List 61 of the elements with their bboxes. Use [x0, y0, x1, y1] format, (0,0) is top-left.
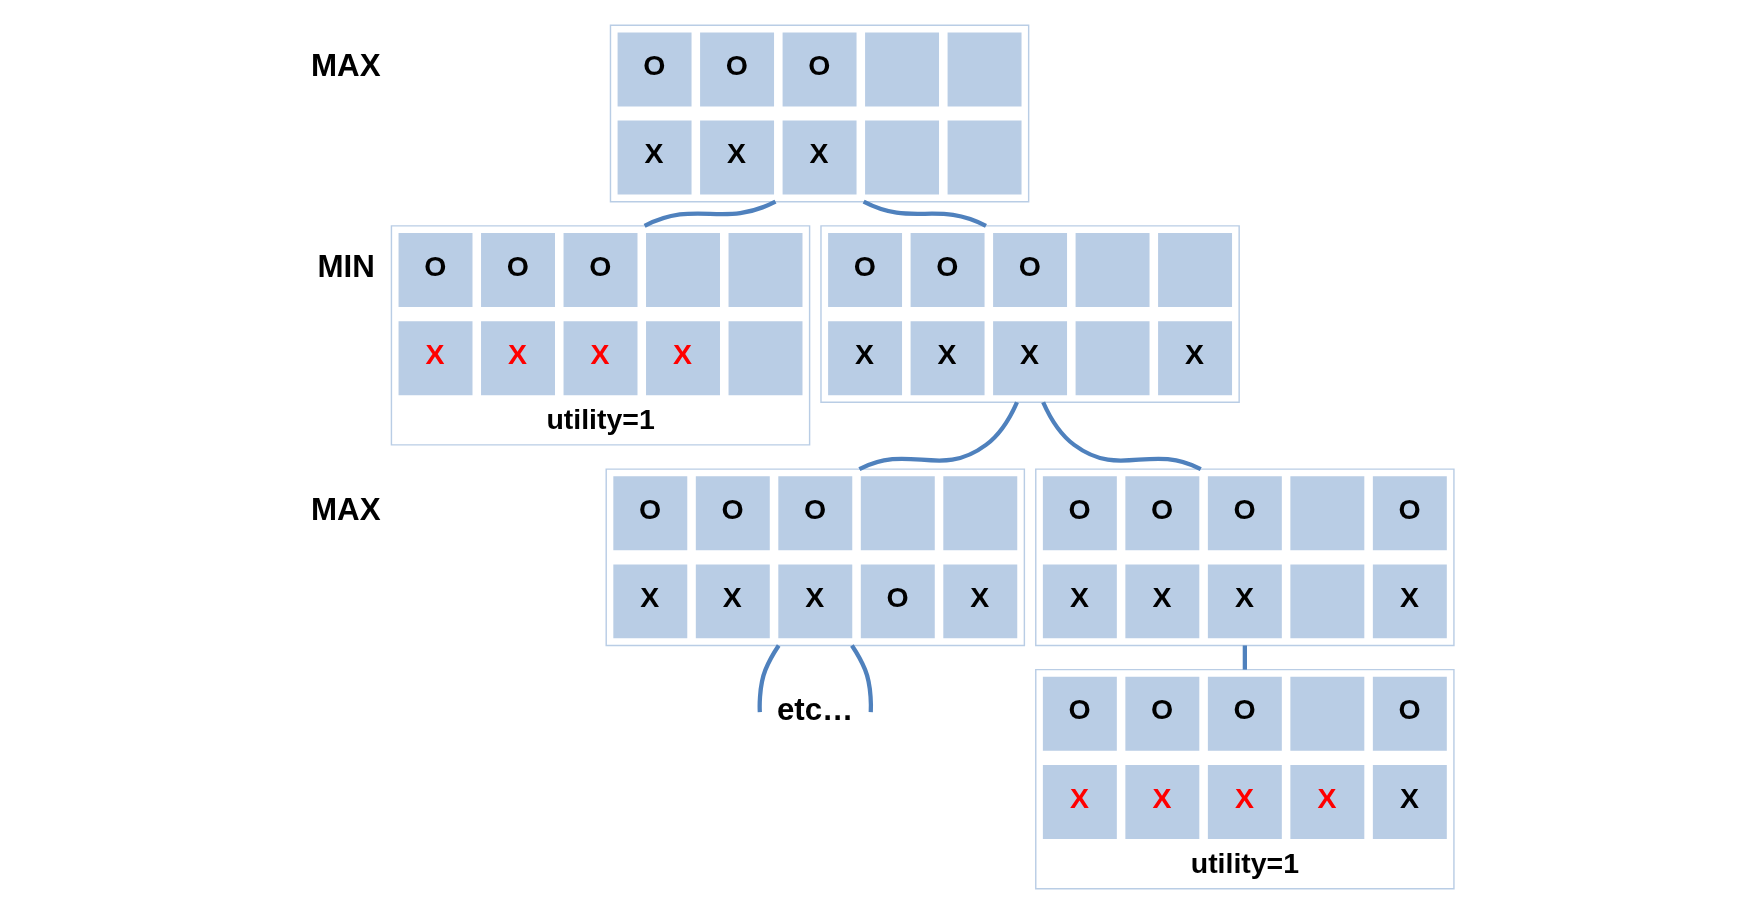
connector — [1040, 401, 1202, 472]
node-box: O — [395, 230, 475, 310]
node-box: X — [610, 561, 690, 642]
node-box: O — [1122, 473, 1202, 553]
cluster — [609, 24, 1029, 203]
node-box: X — [779, 117, 859, 198]
node-box: O — [1039, 473, 1120, 553]
node-box — [857, 473, 938, 553]
node-box: O — [614, 29, 694, 110]
cluster — [605, 468, 1025, 647]
cluster — [819, 225, 1240, 403]
label: MAX — [310, 47, 381, 83]
node-box: X — [692, 561, 773, 642]
node-box: X — [1369, 762, 1450, 842]
connector — [757, 644, 780, 713]
node-box: X — [1039, 561, 1120, 642]
node-box: X — [560, 318, 640, 398]
node-box: X — [1122, 762, 1202, 842]
node-box: X — [1204, 762, 1285, 842]
label: etc… — [776, 692, 853, 728]
node-box: X — [1369, 561, 1450, 642]
node-box — [944, 29, 1024, 110]
cluster — [1034, 668, 1455, 890]
cluster — [390, 225, 810, 446]
node-box: O — [560, 230, 640, 310]
node-box: O — [1369, 473, 1450, 553]
connector — [858, 401, 1019, 472]
node-box: X — [1287, 762, 1367, 842]
connector — [849, 644, 873, 713]
node-box — [725, 318, 805, 398]
node-box — [725, 230, 805, 310]
node-box — [1287, 473, 1367, 553]
cluster — [1034, 468, 1455, 647]
node-box — [1072, 230, 1152, 310]
node-box: O — [1204, 673, 1285, 754]
node-label: utility=1 — [545, 403, 655, 436]
node-box: X — [1122, 561, 1202, 642]
label: MAX — [310, 491, 381, 527]
label: MIN — [316, 248, 375, 284]
connector — [1242, 645, 1247, 670]
node-box: X — [907, 318, 987, 398]
node-box — [1287, 673, 1367, 754]
node-box: O — [1122, 673, 1202, 754]
node-box: O — [779, 29, 859, 110]
connector — [643, 199, 776, 228]
node-box — [944, 117, 1024, 198]
node-box — [1287, 561, 1367, 642]
node-box: O — [857, 561, 938, 642]
node-box: O — [907, 230, 987, 310]
connector — [862, 199, 987, 228]
node-label: utility=1 — [1190, 847, 1299, 880]
node-box: X — [1204, 561, 1285, 642]
node-box: O — [1369, 673, 1450, 754]
node-box: O — [610, 473, 690, 553]
node-box: X — [614, 117, 694, 198]
node-box — [1072, 318, 1152, 398]
node-box: O — [1039, 673, 1120, 754]
node-box: O — [1204, 473, 1285, 553]
node-box: X — [395, 318, 475, 398]
node-box: X — [1039, 762, 1120, 842]
node-box: O — [692, 473, 773, 553]
